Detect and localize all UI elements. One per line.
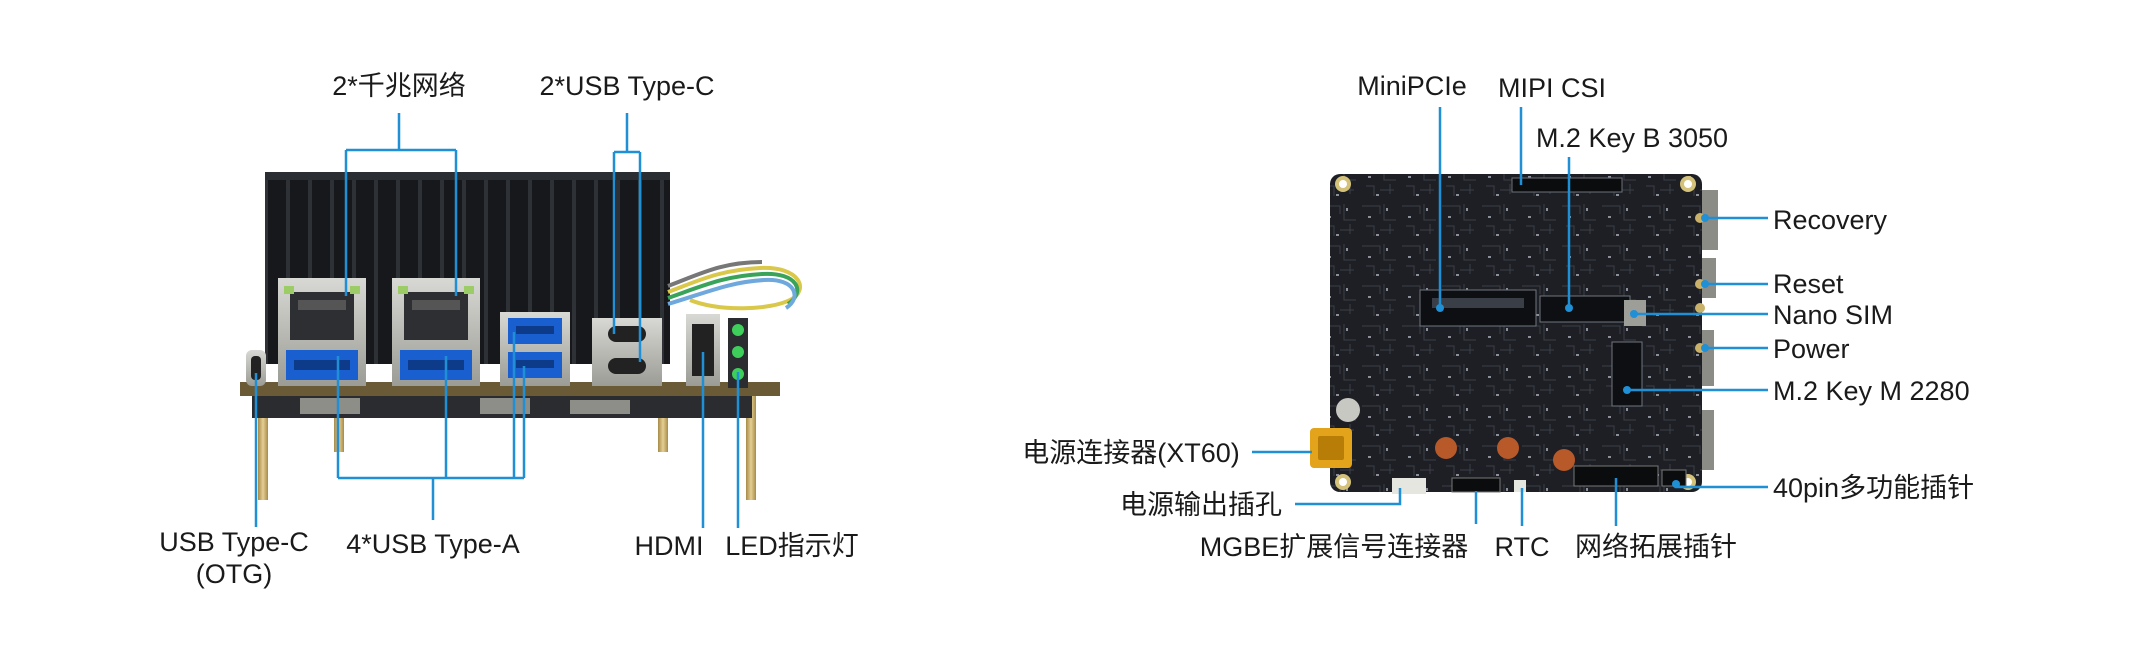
label-recovery: Recovery	[1773, 205, 1888, 235]
label-reset: Reset	[1773, 269, 1844, 299]
rtc-connector	[1514, 480, 1526, 492]
label-usb-c-otg-line1: USB Type-C	[159, 527, 309, 557]
usb-c-stack	[592, 318, 662, 386]
left-board-photo	[240, 172, 802, 500]
left-labels: 2*千兆网络 2*USB Type-C USB Type-C (OTG) 4*U…	[159, 71, 859, 589]
mipi-csi-connector	[1511, 177, 1623, 193]
label-minipcie: MiniPCIe	[1357, 71, 1467, 101]
right-leader-lines	[1252, 107, 1768, 526]
led-indicators	[728, 318, 748, 388]
right-labels: MiniPCIe MIPI CSI M.2 Key B 3050 Recover…	[1022, 71, 1974, 562]
label-usb-a: 4*USB Type-A	[346, 529, 520, 559]
left-leader-lines	[254, 113, 740, 528]
label-m2-key-m: M.2 Key M 2280	[1773, 376, 1970, 406]
label-power: Power	[1773, 334, 1850, 364]
ethernet-jack	[278, 278, 366, 386]
label-usb-c-otg-line2: (OTG)	[196, 559, 272, 589]
usb-a-stack	[500, 312, 570, 386]
label-mgbe: MGBE扩展信号连接器	[1200, 532, 1469, 562]
label-rtc: RTC	[1494, 532, 1549, 562]
label-usb-c-top: 2*USB Type-C	[539, 71, 714, 101]
ethernet-jack	[392, 278, 480, 386]
fan-cable	[667, 265, 802, 311]
label-hdmi: HDMI	[635, 531, 704, 561]
label-ethernet: 2*千兆网络	[332, 71, 466, 101]
right-board-photo	[1310, 174, 1718, 494]
standoff	[746, 392, 756, 500]
label-nano-sim: Nano SIM	[1773, 300, 1893, 330]
m2-key-b-slot	[1539, 295, 1631, 323]
label-net-ext: 网络拓展插针	[1575, 532, 1737, 562]
power-output-header	[1392, 478, 1426, 494]
label-mipi-csi: MIPI CSI	[1498, 73, 1606, 103]
standoff	[658, 392, 668, 452]
label-power-connector: 电源连接器(XT60)	[1022, 438, 1240, 468]
mgbe-connector	[1451, 477, 1501, 493]
label-pin40: 40pin多功能插针	[1773, 473, 1974, 503]
m2-key-m-slot	[1611, 341, 1643, 407]
label-m2-key-b: M.2 Key B 3050	[1536, 123, 1728, 153]
pcb-top	[1330, 174, 1702, 492]
standoff	[258, 392, 268, 500]
label-led: LED指示灯	[725, 531, 859, 561]
label-power-output: 电源输出插孔	[1120, 490, 1282, 520]
leader-dots	[1436, 214, 1709, 488]
